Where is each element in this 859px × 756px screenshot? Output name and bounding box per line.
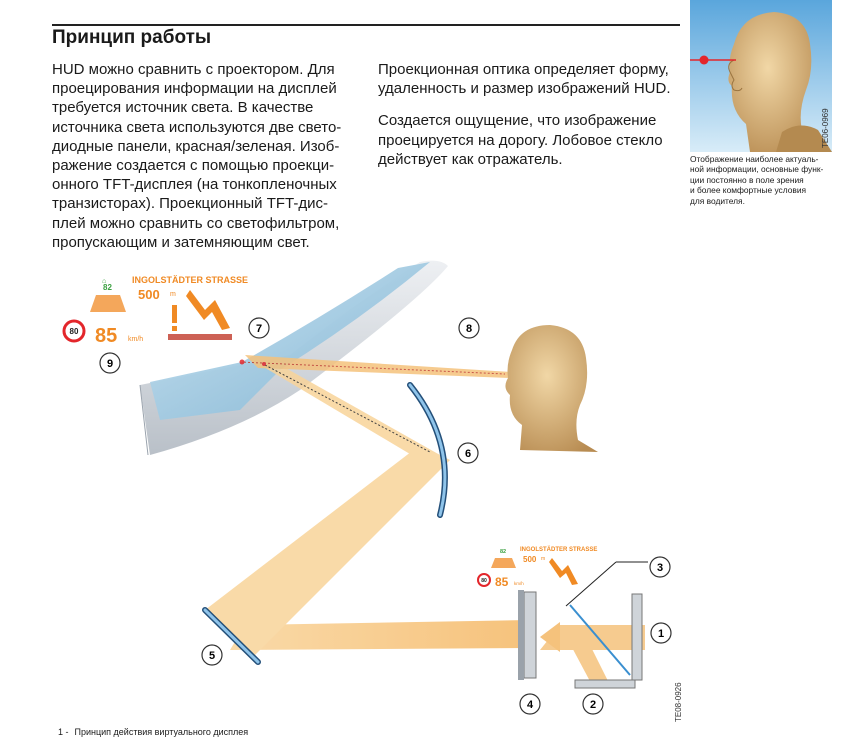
svg-text:9: 9: [107, 358, 113, 370]
text-line: проецируется на дорогу. Лобовое стекло: [378, 131, 663, 149]
text-line: требуется источник света. В качестве: [52, 99, 314, 117]
text-column-left: HUD можно сравнить с проектором. Для про…: [52, 60, 364, 256]
svg-text:4: 4: [527, 699, 534, 711]
text-line: действует как отражатель.: [378, 150, 563, 168]
acc-icon: ⌂: [102, 278, 106, 285]
hud-principle-diagram: INGOLSTÄDTER STRASSE 500 m ⌂ 82 80 85 km…: [62, 260, 683, 722]
side-image-caption: Отображение наиболее актуаль- ной информ…: [690, 154, 840, 206]
reflection-line-dotted: [264, 364, 431, 453]
figure-caption: 1 - Принцип действия виртуального дисплея: [58, 727, 254, 737]
callout-1: 1: [650, 622, 672, 644]
caption-line: для водителя.: [690, 195, 745, 206]
svg-text:1: 1: [658, 628, 664, 640]
text-line: Создается ощущение, что изображение: [378, 112, 657, 130]
driver-head: [505, 325, 598, 452]
eye-line-dotted: [239, 361, 506, 375]
text-line: онного TFT-дисплея (на тонкопленочных: [52, 176, 337, 194]
figure-caption-text: Принцип действия виртуального дисплея: [74, 727, 249, 737]
navigation-arrow-icon: [186, 290, 230, 330]
hud-distance: 500: [138, 287, 160, 302]
text-line: пропускающим и затемняющим свет.: [52, 233, 310, 251]
hud-speed-unit-small: km/h: [514, 581, 524, 586]
beam-to-mirror6: [205, 445, 450, 655]
lane-small-icon: [491, 558, 516, 568]
callout-4: 4: [519, 693, 541, 715]
caption-line: ной информации, основные функ-: [690, 164, 824, 175]
hud-distance-unit: m: [170, 291, 176, 298]
paragraph-projection-optics: Проекционная оптика определяет форму, уд…: [378, 60, 686, 98]
hud-speed-limit: 80: [70, 327, 79, 336]
text-line: удаленность и размер изображений HUD.: [378, 80, 671, 98]
svg-text:8: 8: [466, 323, 472, 335]
callout-5: 5: [201, 644, 223, 666]
callouts: 1 2 3 4 5 6 7 8: [99, 317, 672, 715]
beam-to-windshield: [252, 360, 440, 460]
callout-7: 7: [248, 317, 270, 339]
svg-text:5: 5: [209, 650, 215, 662]
callout-3: 3: [649, 556, 671, 578]
windshield-dashboard: [139, 260, 448, 456]
caption-line: Отображение наиболее актуаль-: [690, 154, 819, 164]
hud-street-name-small: INGOLSTÄDTER STRASSE: [520, 546, 597, 553]
svg-text:3: 3: [657, 562, 663, 574]
hud-distance-unit-small: m: [541, 556, 545, 562]
hud-speed-small: 85: [495, 575, 509, 589]
paragraph-hud-light-source: HUD можно сравнить с проектором. Для про…: [52, 60, 364, 252]
callout-9: 9: [99, 352, 121, 374]
text-line: диодные панели, красная/зеленая. Изоб-: [52, 137, 340, 155]
text-line: плей можно сравнить со светофильтром,: [52, 214, 340, 232]
svg-text:6: 6: [465, 448, 471, 460]
caption-line: и более комфортные условия: [690, 185, 807, 196]
hud-acc-speed-small: 82: [500, 549, 506, 555]
hud-street-name: INGOLSTÄDTER STRASSE: [132, 275, 248, 285]
callout-6: 6: [457, 442, 479, 464]
text-line: источника света используются две свето-: [52, 118, 342, 136]
svg-text:7: 7: [256, 323, 262, 335]
speed-limit-sign-icon: [62, 319, 86, 343]
svg-text:2: 2: [590, 699, 596, 711]
hud-distance-small: 500: [523, 555, 537, 564]
light-beam-paths: [205, 355, 645, 685]
callout-8: 8: [458, 317, 480, 339]
callout-2: 2: [582, 693, 604, 715]
hud-projector-unit: [518, 561, 648, 689]
speed-limit-small-icon: [477, 573, 491, 587]
beam-to-eye: [245, 355, 510, 378]
text-line: HUD можно сравнить с проектором. Для: [52, 61, 335, 78]
beam-led-panel: [560, 625, 610, 685]
navigation-arrow-small-icon: [549, 558, 578, 585]
hud-speed: 85: [95, 325, 117, 347]
side-image-code: TE06-0969: [821, 108, 830, 148]
text-column-right: Проекционная оптика определяет форму, уд…: [378, 60, 686, 173]
title-rule: [52, 24, 680, 26]
caption-line: ции постоянно в поле зрения: [690, 174, 804, 185]
hud-speed-unit: km/h: [128, 336, 143, 343]
text-line: транзисторах). Проекционный TFT-дис-: [52, 195, 329, 213]
hud-acc-speed: 82: [103, 283, 112, 292]
lane-icon: [90, 295, 126, 312]
hud-display-small: INGOLSTÄDTER STRASSE 500 m 82 80 85 km/h: [477, 546, 597, 589]
driver-head-illustration: TE06-0969: [690, 0, 832, 152]
figure-number: 1 -: [58, 727, 69, 737]
text-line: ражение создается с помощью проекци-: [52, 157, 335, 175]
paragraph-windshield-reflector: Создается ощущение, что изображение прое…: [378, 111, 686, 169]
text-line: проецирования информации на дисплей: [52, 80, 337, 98]
hud-speed-limit-small: 80: [481, 578, 487, 584]
diagram-code: TE08-0926: [674, 682, 683, 722]
beam-to-mirror5: [230, 620, 530, 650]
hud-display-large: INGOLSTÄDTER STRASSE 500 m ⌂ 82 80 85 km…: [62, 275, 248, 347]
text-line: Проекционная оптика определяет форму,: [378, 61, 669, 78]
page-title: Принцип работы: [52, 27, 212, 48]
